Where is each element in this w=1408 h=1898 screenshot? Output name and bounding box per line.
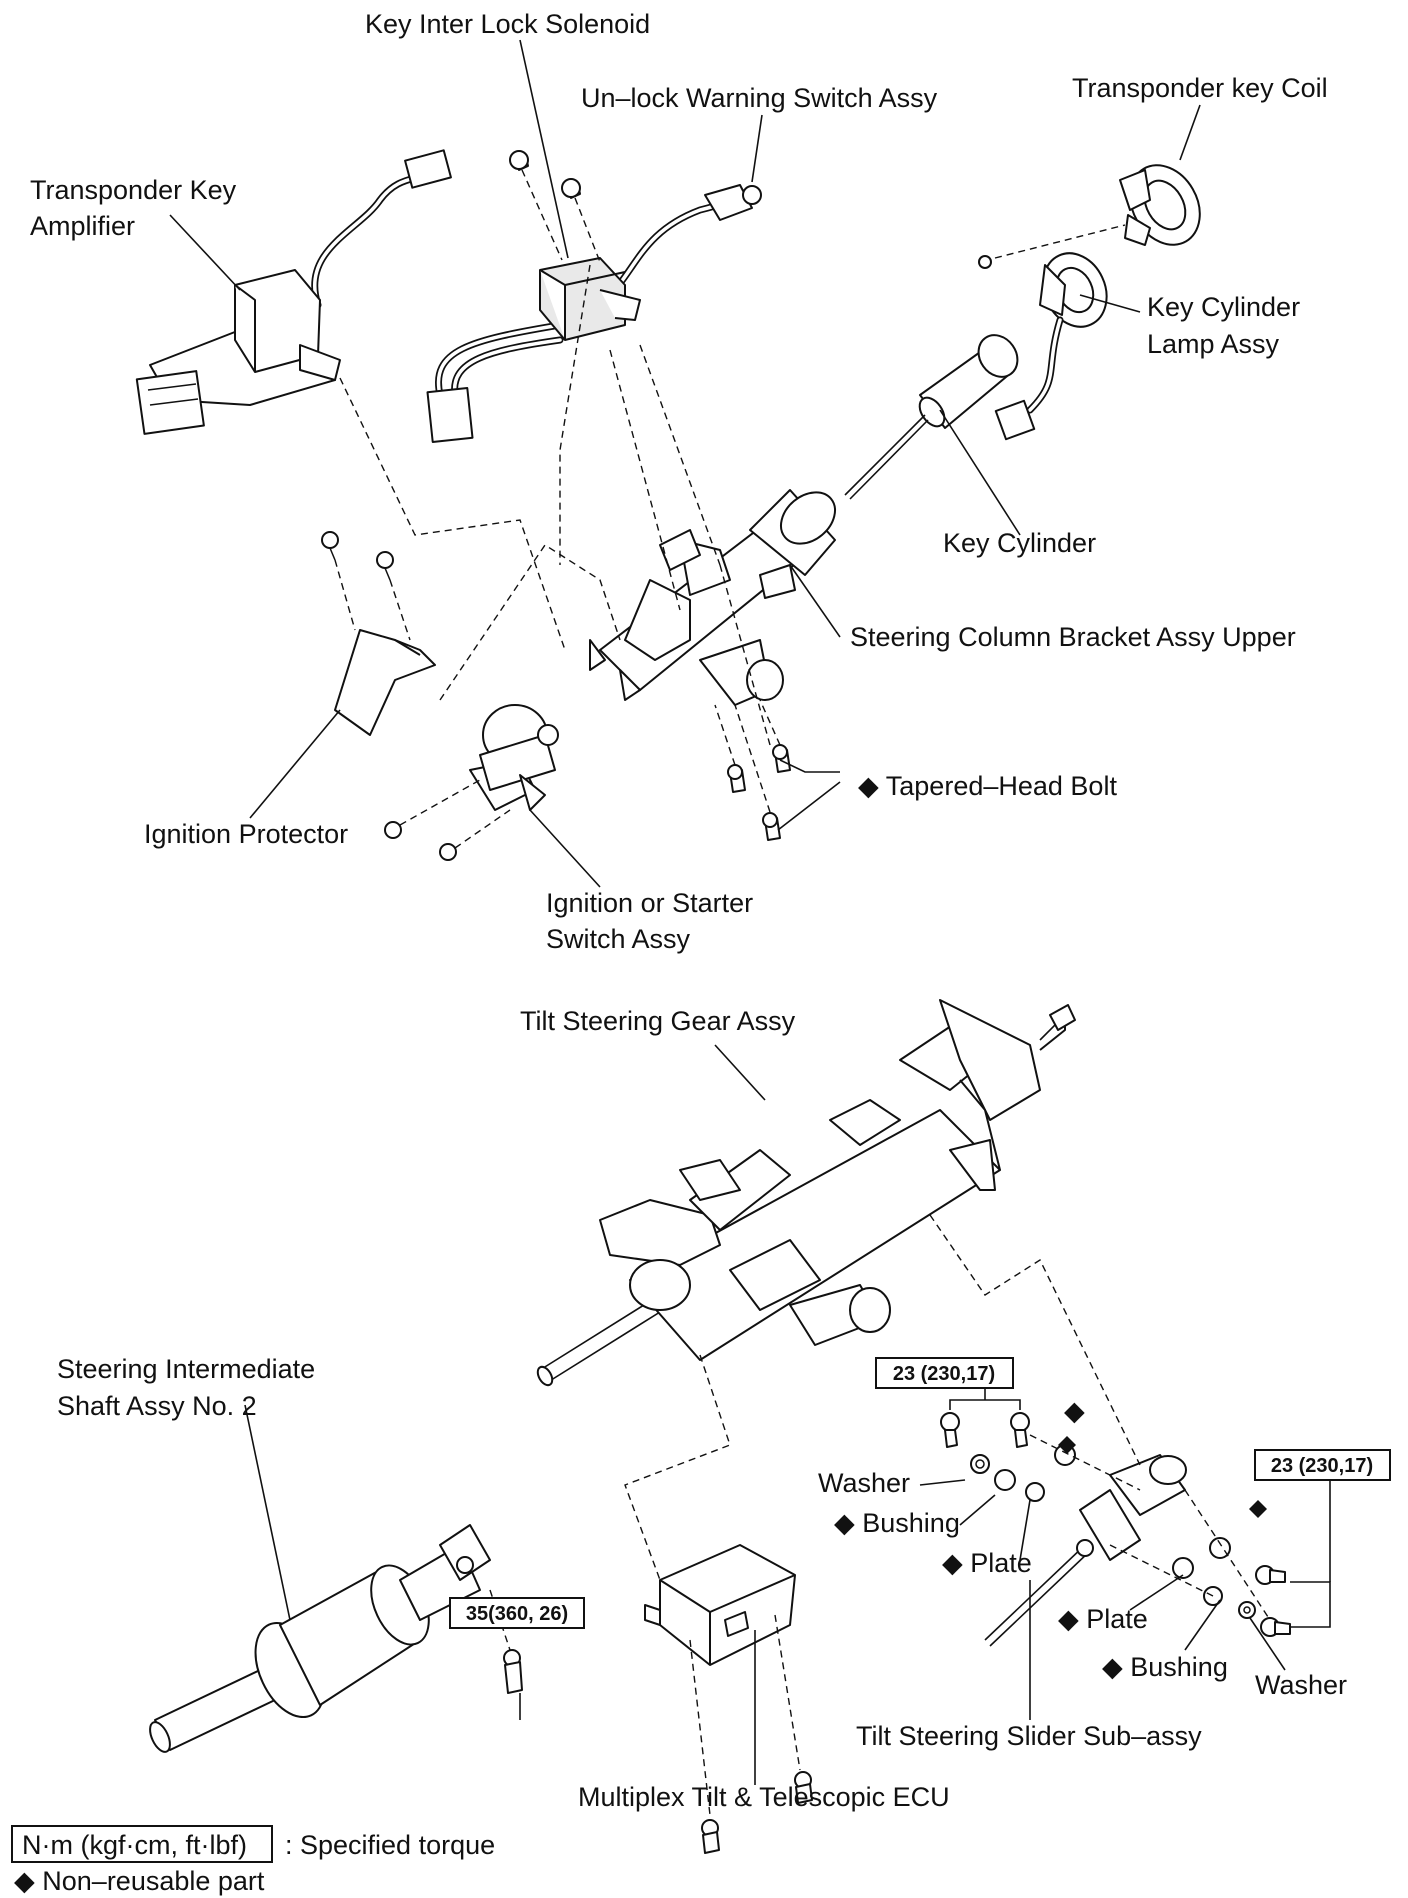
label-washer-right: Washer (1255, 1670, 1347, 1700)
transponder-key-coil-part (978, 164, 1201, 269)
intermediate-shaft-part (149, 1524, 491, 1753)
label-unlock-warning-switch: Un–lock Warning Switch Assy (581, 83, 938, 113)
diamond-marker (1249, 1500, 1267, 1518)
label-key-cylinder-lamp-line2: Lamp Assy (1147, 329, 1280, 359)
label-key-cylinder-lamp: Key Cylinder (1147, 292, 1300, 322)
diamond-markers (1058, 1436, 1267, 1518)
label-bushing-right: ◆ Bushing (1102, 1652, 1228, 1682)
torque-value-slider-left: 23 (230,17) (893, 1363, 995, 1385)
torque-box-slider-right: 23 (230,17) (1254, 1449, 1391, 1481)
diamond-marker (1058, 1436, 1076, 1454)
ignition-protector-part (321, 531, 436, 736)
part-labels: Key Inter Lock Solenoid Un–lock Warning … (30, 9, 1347, 1812)
top-assembly-lines (339, 264, 771, 746)
label-intermediate-shaft-line2: Shaft Assy No. 2 (57, 1391, 257, 1421)
tapered-head-bolts-part (714, 699, 791, 841)
torque-value-slider-right: 23 (230,17) (1271, 1455, 1373, 1477)
legend-torque-units: N·m (kgf·cm, ft·lbf) (22, 1830, 247, 1860)
ignition-switch-part (384, 704, 559, 861)
transponder-key-amplifier-part (135, 149, 452, 435)
label-ignition-switch-line2: Switch Assy (546, 924, 691, 954)
label-steering-column-bracket: Steering Column Bracket Assy Upper (850, 622, 1296, 652)
label-transponder-key-amplifier-line2: Amplifier (30, 211, 135, 241)
legend: N·m (kgf·cm, ft·lbf) : Specified torque … (11, 1825, 495, 1896)
key-cylinder-part (844, 334, 1019, 500)
torque-box-shaft: 35(360, 26) (449, 1597, 585, 1629)
label-key-interlock-solenoid: Key Inter Lock Solenoid (365, 9, 650, 39)
label-plate-right: ◆ Plate (1058, 1604, 1148, 1634)
label-ignition-protector: Ignition Protector (144, 819, 348, 849)
torque-value-shaft: 35(360, 26) (466, 1603, 568, 1625)
legend-torque-desc: : Specified torque (285, 1830, 495, 1860)
tilt-steering-gear-part (536, 999, 1076, 1387)
label-multiplex-ecu: Multiplex Tilt & Telescopic ECU (578, 1782, 950, 1812)
torque-box-slider-left: 23 (230,17) (875, 1357, 1014, 1389)
steering-column-bracket-part (589, 489, 836, 706)
multiplex-ecu-part (644, 1544, 813, 1854)
label-tapered-head-bolt: ◆ Tapered–Head Bolt (858, 771, 1117, 801)
key-interlock-solenoid-part (426, 150, 762, 443)
label-ignition-switch: Ignition or Starter (546, 888, 753, 918)
label-intermediate-shaft: Steering Intermediate (57, 1354, 315, 1384)
legend-non-reusable: ◆ Non–reusable part (14, 1866, 265, 1896)
label-transponder-key-amplifier: Transponder Key (30, 175, 237, 205)
slider-hardware-part (940, 1412, 1291, 1637)
label-key-cylinder: Key Cylinder (943, 528, 1096, 558)
label-transponder-key-coil: Transponder key Coil (1072, 73, 1328, 103)
label-tilt-steering-gear: Tilt Steering Gear Assy (520, 1006, 796, 1036)
label-slider-subassy: Tilt Steering Slider Sub–assy (856, 1721, 1202, 1751)
bottom-assembly-lines (624, 1214, 1271, 1621)
label-diamond-marker: ◆ (1064, 1396, 1085, 1426)
shaft-bolt-part (489, 1589, 523, 1694)
label-washer-left: Washer (818, 1468, 910, 1498)
label-plate-left: ◆ Plate (942, 1548, 1032, 1578)
key-cylinder-lamp-part (994, 252, 1108, 441)
label-bushing-left: ◆ Bushing (834, 1508, 960, 1538)
